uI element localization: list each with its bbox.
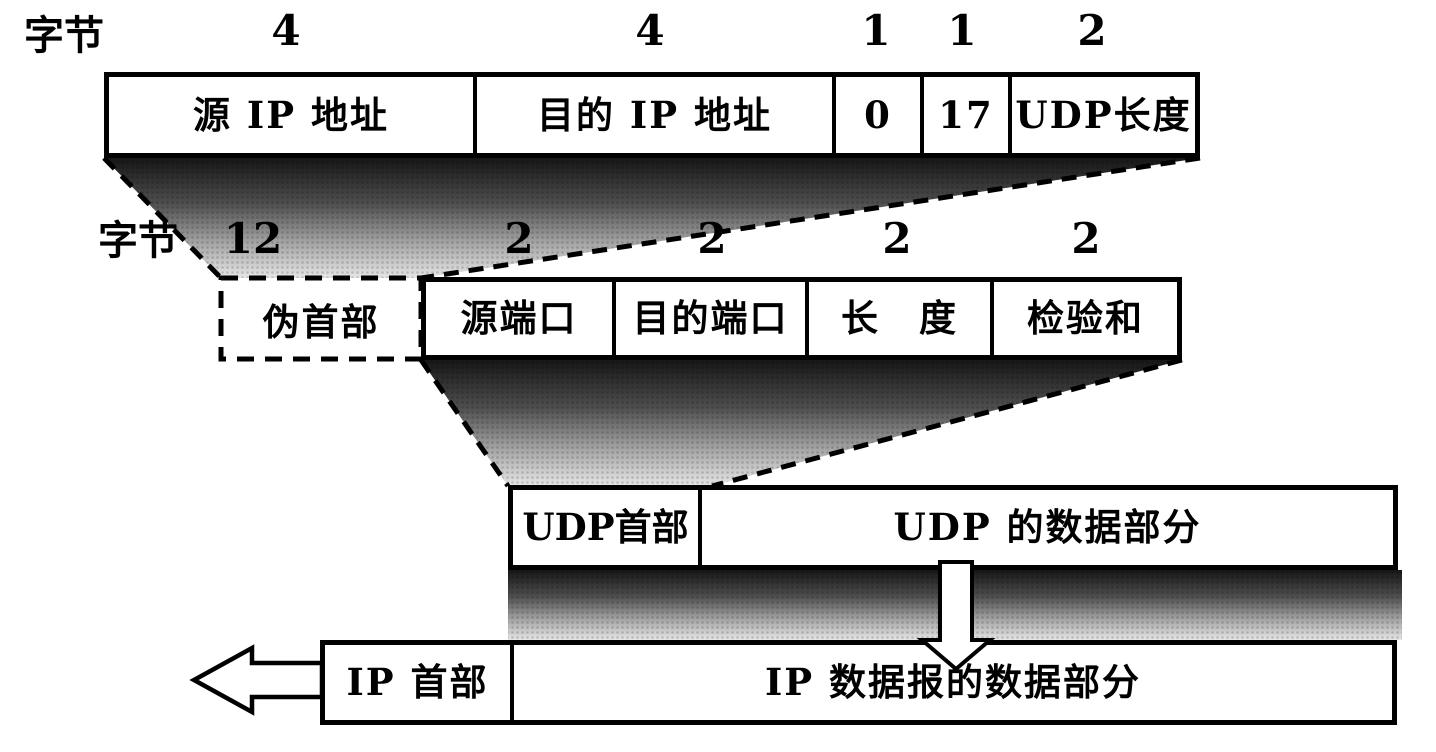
- cell-dst-port: 目的端口: [612, 282, 805, 355]
- cell-ip-data: IP 数据报的数据部分: [510, 645, 1392, 720]
- pseudo-header-dashed-box: [218, 275, 424, 362]
- cell-checksum: 检验和: [990, 282, 1177, 355]
- cell-dst-ip: 目的 IP 地址: [473, 77, 832, 153]
- cell-ip-header: IP 首部: [346, 660, 489, 704]
- bytes-length: 2: [882, 214, 912, 263]
- cell-udp-header: UDP首部: [522, 505, 689, 549]
- down-arrow-icon: [916, 560, 996, 672]
- cell-src-port: 源端口: [460, 296, 578, 340]
- cell-proto-17: 17: [920, 77, 1008, 153]
- byte-label-row2: 字节: [98, 217, 178, 264]
- cell-udp-data: UDP 的数据部分: [698, 490, 1393, 565]
- pseudo-header-row: 源 IP 地址 目的 IP 地址 0 17 UDP长度: [104, 72, 1200, 158]
- bytes-src-ip: 4: [271, 6, 301, 55]
- left-arrow-icon: [189, 644, 325, 716]
- bytes-pseudo: 12: [223, 214, 283, 263]
- funnel-row2-to-row3: [418, 357, 1183, 489]
- cell-udp-len: UDP长度: [1008, 77, 1195, 153]
- ip-datagram-row: IP 首部 IP 数据报的数据部分: [320, 640, 1397, 725]
- cell-src-ip: 源 IP 地址: [193, 92, 389, 137]
- bytes-checksum: 2: [1071, 214, 1101, 263]
- bytes-udp-len: 2: [1077, 6, 1107, 55]
- cell-zero: 0: [832, 77, 920, 153]
- cell-pseudo-header: 伪首部: [262, 299, 380, 344]
- bytes-proto: 1: [947, 6, 977, 55]
- funnel-row1-to-row2: [102, 155, 1201, 281]
- bytes-dst-port: 2: [697, 214, 727, 263]
- udp-datagram-row: UDP首部 UDP 的数据部分: [508, 485, 1398, 570]
- bytes-dst-ip: 4: [635, 6, 665, 55]
- bytes-zero: 1: [861, 6, 891, 55]
- byte-label-row1: 字节: [24, 12, 104, 59]
- bytes-src-port: 2: [504, 214, 534, 263]
- cell-length: 长 度: [805, 282, 990, 355]
- udp-header-row: 源端口 目的端口 长 度 检验和: [421, 277, 1182, 360]
